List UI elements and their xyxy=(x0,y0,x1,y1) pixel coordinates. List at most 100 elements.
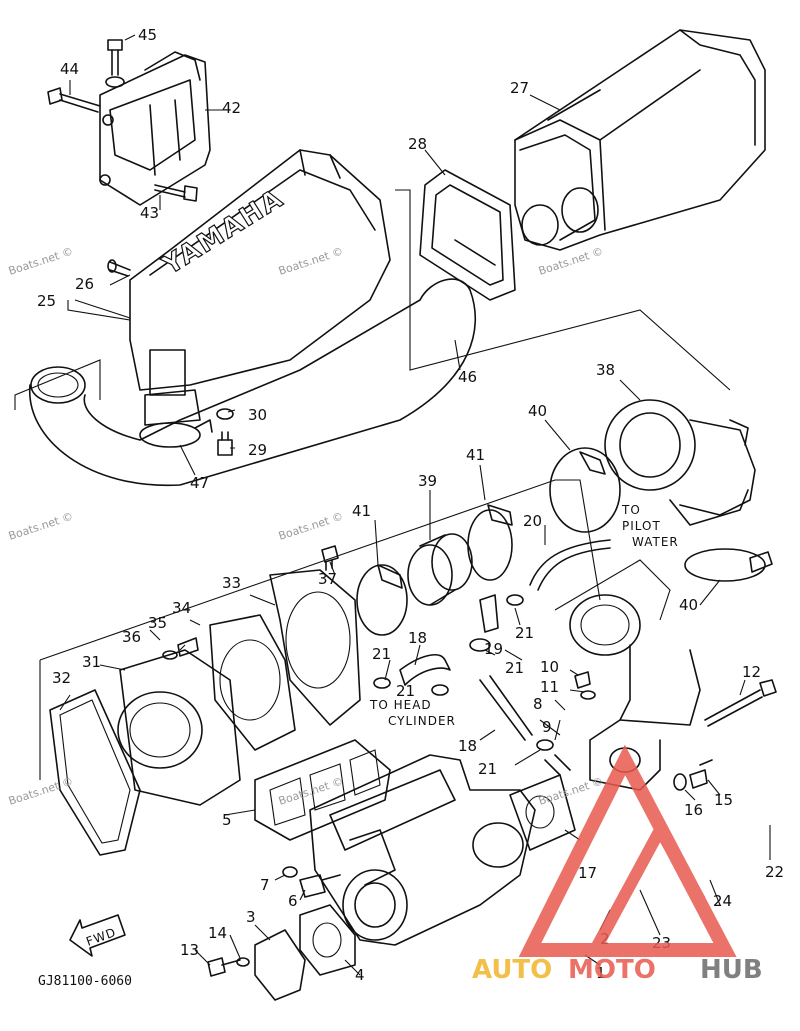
gasket-part-4 xyxy=(299,904,356,976)
bolt-part-45 xyxy=(105,39,125,88)
callout-3: 3 xyxy=(246,908,256,926)
hose-part-20 xyxy=(529,539,611,591)
watermark: Boats.net © xyxy=(7,245,75,278)
joint-pipe-part-39 xyxy=(407,533,473,606)
callout-30: 30 xyxy=(248,406,267,424)
callout-32: 32 xyxy=(52,669,71,687)
bolt-part-44 xyxy=(47,87,101,113)
leader-lines xyxy=(59,34,771,976)
callout-5: 5 xyxy=(222,811,232,829)
group-frame-upper xyxy=(14,189,731,410)
callout-42: 42 xyxy=(222,99,241,117)
clip-part-21 xyxy=(373,594,554,751)
forward-arrow-label: FWD xyxy=(84,925,118,949)
exhaust-manifold-part-1 xyxy=(309,754,536,946)
note-pilot: PILOT xyxy=(622,519,661,533)
callout-28: 28 xyxy=(408,135,427,153)
callout-43: 43 xyxy=(140,204,159,222)
callout-21-c: 21 xyxy=(505,659,524,677)
bolt-part-13 xyxy=(207,957,241,977)
bolt-part-29 xyxy=(217,431,233,456)
callout-11: 11 xyxy=(540,678,559,696)
muffler-part-27 xyxy=(514,29,766,251)
washer-part-30 xyxy=(216,408,234,420)
group-frame-middle xyxy=(39,479,601,780)
gasket-part-28 xyxy=(419,169,516,301)
clamp-part-47 xyxy=(139,419,213,448)
hose-part-18-upper xyxy=(399,654,451,686)
logo-text-hub: HUB xyxy=(700,955,763,985)
callout-13: 13 xyxy=(180,941,199,959)
note-water: WATER xyxy=(632,535,679,549)
hose-clamp-part-40-upper xyxy=(549,447,621,533)
callout-40-upper: 40 xyxy=(528,402,547,420)
watermarks: Boats.net © Boats.net © Boats.net © Boat… xyxy=(7,245,605,808)
callout-20: 20 xyxy=(523,512,542,530)
forward-direction-arrow: FWD xyxy=(69,914,126,957)
washer-part-16 xyxy=(673,773,687,791)
washer-part-36 xyxy=(162,650,178,660)
washer-part-11 xyxy=(580,690,596,700)
cover-part-3 xyxy=(254,929,306,1001)
callout-16: 16 xyxy=(684,801,703,819)
gasket-part-34 xyxy=(209,614,296,751)
callout-35: 35 xyxy=(148,614,167,632)
washer-part-7 xyxy=(282,866,298,878)
gasket-part-32 xyxy=(49,689,141,856)
gasket-part-5 xyxy=(254,739,391,841)
callout-21-a: 21 xyxy=(515,624,534,642)
lower-elbow-assembly xyxy=(569,594,701,791)
group-frame-right xyxy=(539,559,671,736)
logo-triangle-inner xyxy=(589,817,706,953)
callout-31: 31 xyxy=(82,653,101,671)
washer-part-14 xyxy=(236,957,250,967)
callout-6: 6 xyxy=(288,892,298,910)
callout-21-e: 21 xyxy=(478,760,497,778)
callout-24: 24 xyxy=(713,892,732,910)
callout-41-left: 41 xyxy=(352,502,371,520)
bolt-part-37 xyxy=(321,545,339,571)
hose-clamp-part-41-right xyxy=(467,504,513,581)
callout-39: 39 xyxy=(418,472,437,490)
callout-22: 22 xyxy=(765,863,784,881)
watermark: Boats.net © xyxy=(7,775,75,808)
bolt-part-43 xyxy=(154,184,198,202)
note-cylinder: CYLINDER xyxy=(388,714,456,728)
callout-15: 15 xyxy=(714,791,733,809)
callout-25: 25 xyxy=(37,292,56,310)
elbow-part-38 xyxy=(604,399,756,526)
routing-notes: TO PILOT WATER TO HEAD CYLINDER xyxy=(369,503,679,728)
watermark: Boats.net © xyxy=(277,245,345,278)
watermark: Boats.net © xyxy=(537,245,605,278)
callout-47: 47 xyxy=(190,474,209,492)
plate-part-31 xyxy=(117,649,241,806)
bolt-part-12 xyxy=(704,679,777,727)
callout-37: 37 xyxy=(318,570,337,588)
gasket-part-33 xyxy=(269,569,361,726)
callout-26: 26 xyxy=(75,275,94,293)
callout-18-upper: 18 xyxy=(408,629,427,647)
logo-text-moto: MOTO xyxy=(568,955,656,985)
callout-10: 10 xyxy=(540,658,559,676)
fitting-part-9 xyxy=(544,754,571,776)
callout-46: 46 xyxy=(458,368,477,386)
bolt-part-15 xyxy=(689,759,713,789)
callout-27: 27 xyxy=(510,79,529,97)
callout-19: 19 xyxy=(484,640,503,658)
hose-clamp-part-41-left xyxy=(356,564,408,636)
callout-36: 36 xyxy=(122,628,141,646)
note-to: TO xyxy=(621,503,641,517)
callout-21-d: 21 xyxy=(396,682,415,700)
plug-part-10 xyxy=(574,671,591,689)
bolt-part-6 xyxy=(299,874,341,898)
callout-41-right: 41 xyxy=(466,446,485,464)
embossed-brand-logo: YAMAHA xyxy=(157,183,289,281)
logo-text-auto: AUTO xyxy=(472,955,552,985)
callout-14: 14 xyxy=(208,924,227,942)
callout-44: 44 xyxy=(60,60,79,78)
bolt-part-35 xyxy=(177,637,199,657)
callout-9: 9 xyxy=(542,718,552,736)
pin-part-26 xyxy=(107,259,131,277)
gasket-part-17 xyxy=(509,774,576,851)
